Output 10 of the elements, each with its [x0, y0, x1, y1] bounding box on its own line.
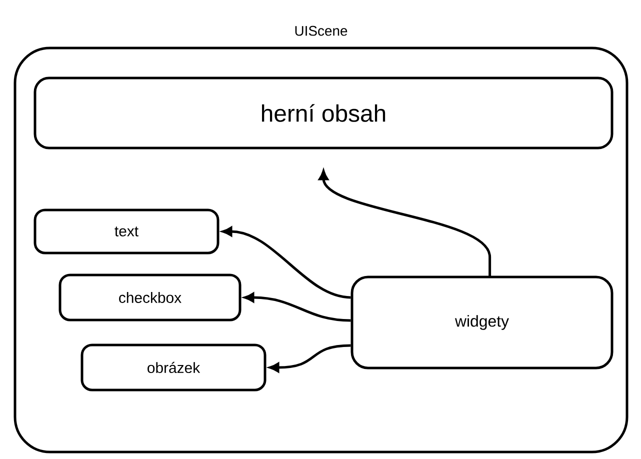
arrow: [269, 344, 351, 372]
process-box: widgety: [350, 276, 614, 370]
arrow: [222, 226, 351, 299]
node-label: UIScene: [295, 26, 348, 36]
process-box: obrázek: [80, 344, 266, 392]
process-box: text: [34, 208, 220, 254]
arrow: [244, 292, 351, 322]
arrow: [318, 170, 492, 277]
process-box: herní obsah: [34, 76, 614, 150]
process-box: checkbox: [58, 274, 242, 322]
